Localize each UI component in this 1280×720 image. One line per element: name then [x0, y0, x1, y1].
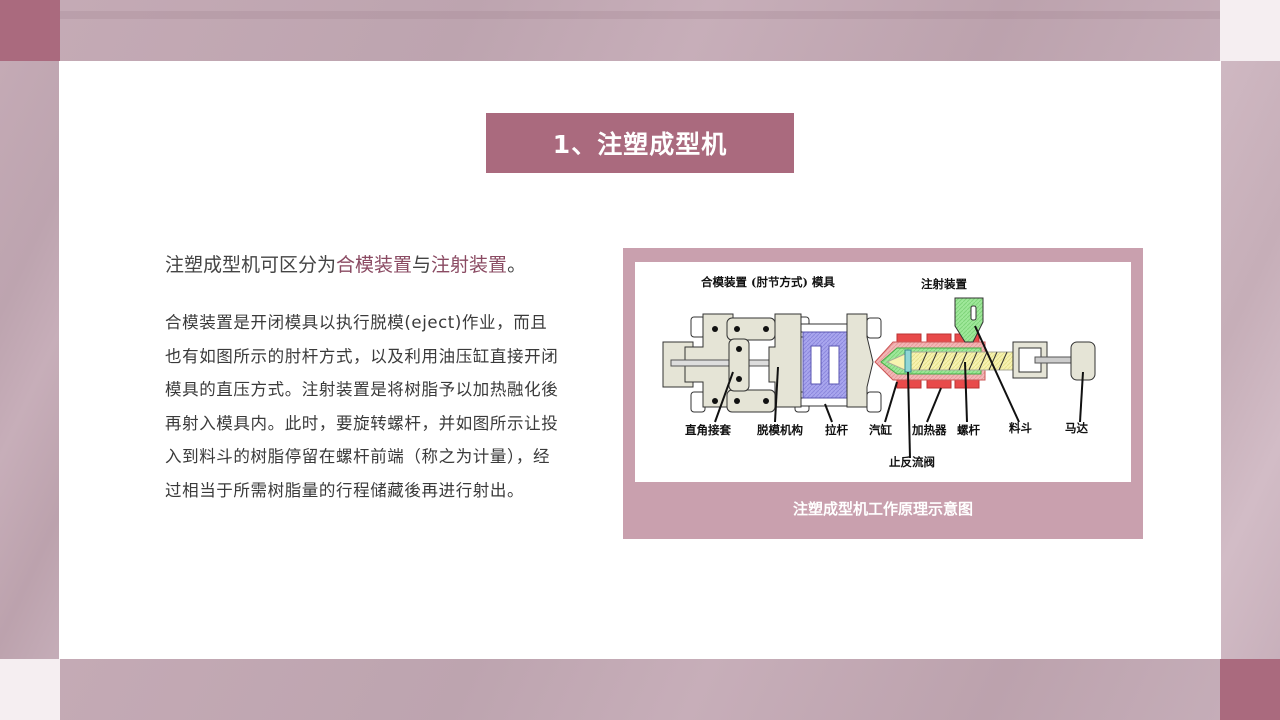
top-band [60, 0, 1220, 61]
left-band [0, 61, 59, 659]
label-clamp-title: 合模装置 (肘节方式) 模具 [701, 275, 835, 289]
figure-caption: 注塑成型机工作原理示意图 [792, 500, 973, 518]
label-screw: 螺杆 [957, 423, 980, 437]
corner-pale-top-right [1220, 0, 1280, 61]
top-band-beam [60, 11, 1220, 19]
body-paragraph: 合模装置是开闭模具以执行脱模(eject)作业，而且也有如图所示的肘杆方式，以及… [165, 313, 559, 500]
lead-sentence: 注塑成型机可区分为合模装置与注射装置。 [165, 250, 585, 277]
slide-title-text: 1、注塑成型机 [552, 130, 728, 159]
corner-accent-bottom-right [1220, 659, 1280, 720]
figure-frame: 合模装置 (肘节方式) 模具 注射装置 [623, 248, 1143, 539]
lead-suffix: 。 [507, 254, 527, 276]
label-motor: 马达 [1065, 421, 1088, 435]
corner-pale-bottom-left [0, 659, 60, 720]
injection-machine-diagram: 合模装置 (肘节方式) 模具 注射装置 [635, 262, 1131, 482]
slide-title: 1、注塑成型机 [486, 113, 794, 173]
label-inject-title: 注射装置 [921, 277, 967, 291]
label-heater: 加热器 [911, 423, 947, 437]
label-cylinder: 汽缸 [869, 423, 892, 437]
lead-prefix: 注塑成型机可区分为 [165, 254, 337, 276]
lead-highlight-clamping: 合模装置 [336, 254, 413, 276]
label-hopper: 料斗 [1009, 421, 1032, 435]
bottom-band [60, 659, 1220, 720]
label-right-angle: 直角接套 [685, 423, 731, 437]
corner-accent-top-left [0, 0, 60, 61]
lead-highlight-injection: 注射装置 [431, 254, 508, 276]
diagram-svg: 合模装置 (肘节方式) 模具 注射装置 [662, 275, 1096, 469]
lead-connector: 与 [412, 254, 432, 276]
label-tie-bar: 拉杆 [825, 423, 848, 437]
label-ejector: 脱模机构 [757, 423, 803, 437]
right-band [1221, 61, 1280, 659]
label-check-valve: 止反流阀 [889, 455, 935, 469]
